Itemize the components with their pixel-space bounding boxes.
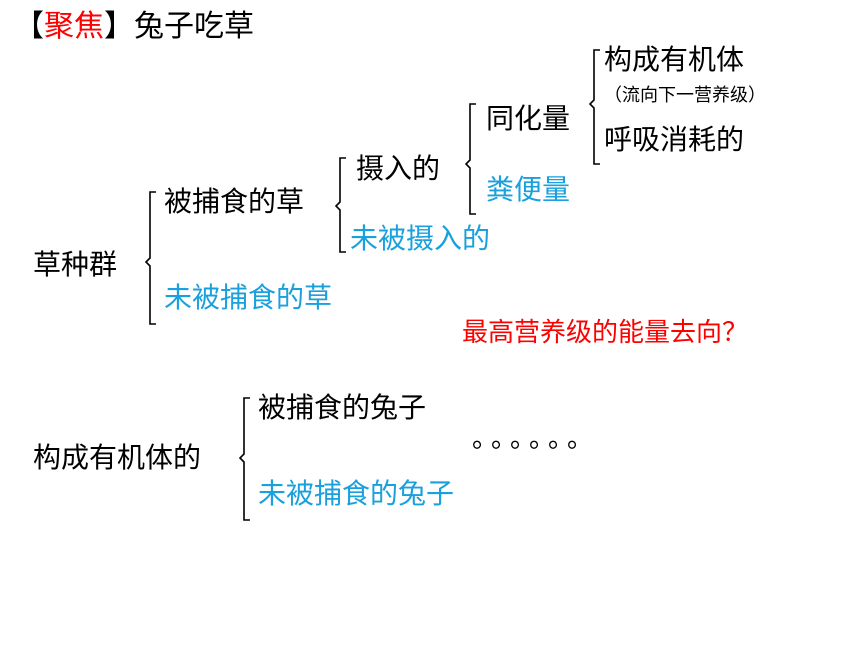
not-ingested: 未被摄入的	[350, 222, 491, 255]
bracket-assimilated	[588, 49, 600, 165]
bracket-ingested	[464, 103, 476, 215]
eaten-rabbit: 被捕食的兔子	[258, 391, 427, 424]
eaten-grass: 被捕食的草	[164, 185, 305, 218]
feces: 粪便量	[486, 173, 571, 206]
ingested: 摄入的	[356, 152, 441, 185]
rabbit-root: 构成有机体的	[33, 441, 202, 474]
flow-note: （流向下一营养级）	[604, 85, 766, 106]
not-eaten-rabbit: 未被捕食的兔子	[258, 477, 455, 510]
title-bracket-close: 】	[104, 9, 134, 44]
assimilated: 同化量	[486, 102, 571, 135]
root-grass-population: 草种群	[33, 248, 118, 281]
ellipsis: 。。。。。。	[472, 424, 600, 454]
title-bracket-open: 【	[14, 9, 44, 44]
question-text: 最高营养级的能量去向？	[462, 318, 749, 348]
title-topic: 兔子吃草	[134, 9, 254, 44]
not-eaten-grass: 未被捕食的草	[164, 281, 333, 314]
bracket-root	[144, 191, 156, 325]
respiration: 呼吸消耗的	[604, 123, 745, 156]
title-keyword: 聚焦	[44, 9, 104, 44]
bracket-rabbit	[238, 397, 250, 521]
slide-title: 【聚焦】兔子吃草	[14, 12, 254, 42]
bracket-eaten	[334, 157, 346, 253]
organic-matter: 构成有机体	[604, 43, 745, 76]
